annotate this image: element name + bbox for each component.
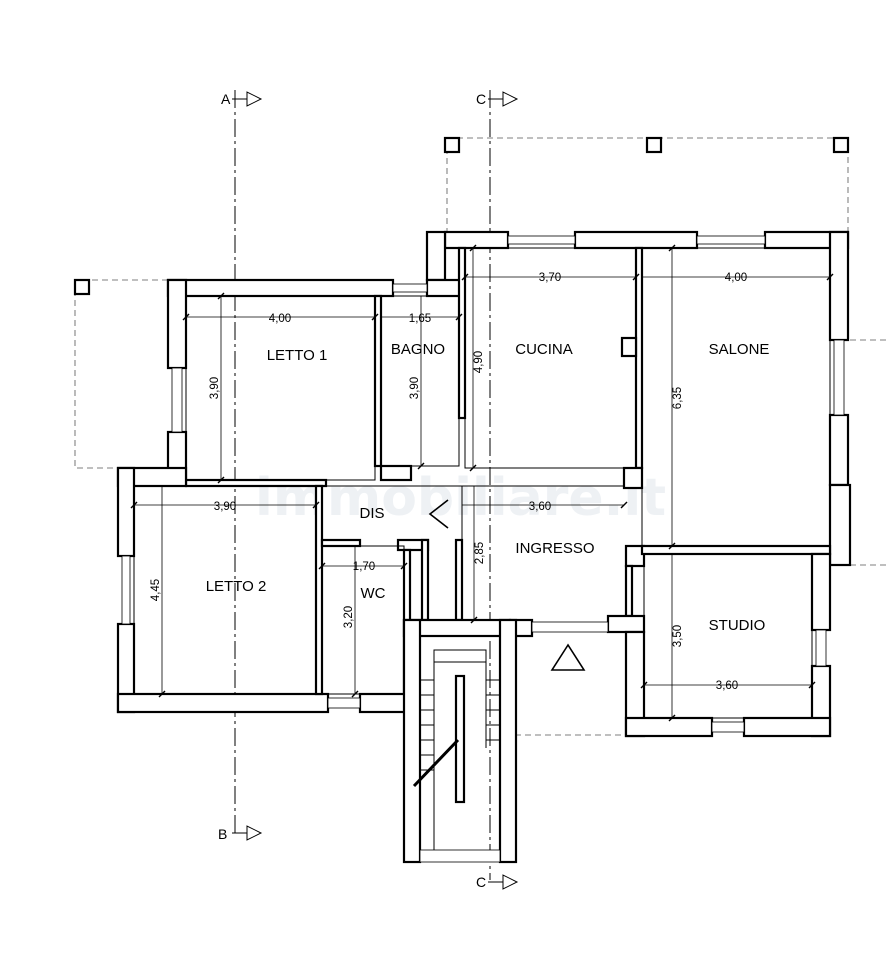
dim-ingresso-width: 3,60 [529,501,551,513]
dim-letto1-height: 3,90 [209,377,221,399]
room-label-letto2: LETTO 2 [206,578,267,595]
dim-bagno-height: 3,90 [409,377,421,399]
windows [121,235,845,863]
room-label-letto1: LETTO 1 [267,347,328,364]
svg-text:C: C [476,874,486,890]
room-label-dis: DIS [359,505,384,522]
svg-text:C: C [476,91,486,107]
dim-studio-height: 3,50 [672,625,684,647]
dim-letto2-height: 4,45 [150,579,162,601]
section-marker-c-bottom: C [476,874,519,890]
dim-cucina-height: 4,90 [473,351,485,373]
dim-salone-width: 4,00 [725,272,747,284]
dim-letto2-width: 3,90 [214,501,236,513]
room-label-wc: WC [361,585,386,602]
dim-bagno-width: 1,65 [409,313,431,325]
svg-text:A: A [221,91,231,107]
entrance-triangle-icon [550,643,586,671]
dim-wc-width: 1,70 [353,561,375,573]
pillars [73,136,850,296]
dim-salone-height: 6,35 [672,387,684,409]
section-marker-b: B [218,825,263,842]
staircase [412,649,500,850]
section-marker-a: A [221,91,263,107]
room-label-ingresso: INGRESSO [515,540,594,557]
dim-wc-height: 3,20 [343,606,355,628]
dim-letto1-width: 4,00 [269,313,291,325]
room-label-bagno: BAGNO [391,341,445,358]
dimension-ticks [130,244,834,722]
dim-studio-width: 3,60 [716,680,738,692]
entrance-arrow-icon [428,499,449,529]
room-outlines [133,247,831,719]
dim-cucina-width: 3,70 [539,272,561,284]
room-label-salone: SALONE [709,341,770,358]
dim-ingresso-height: 2,85 [474,542,486,564]
watermark: immobiliare.it [255,468,666,528]
svg-text:B: B [218,826,227,842]
room-label-studio: STUDIO [709,617,766,634]
section-marker-c-top: C [476,91,519,107]
room-label-cucina: CUCINA [515,341,573,358]
terrace-outline [74,137,890,736]
dimension-lines [134,248,830,718]
